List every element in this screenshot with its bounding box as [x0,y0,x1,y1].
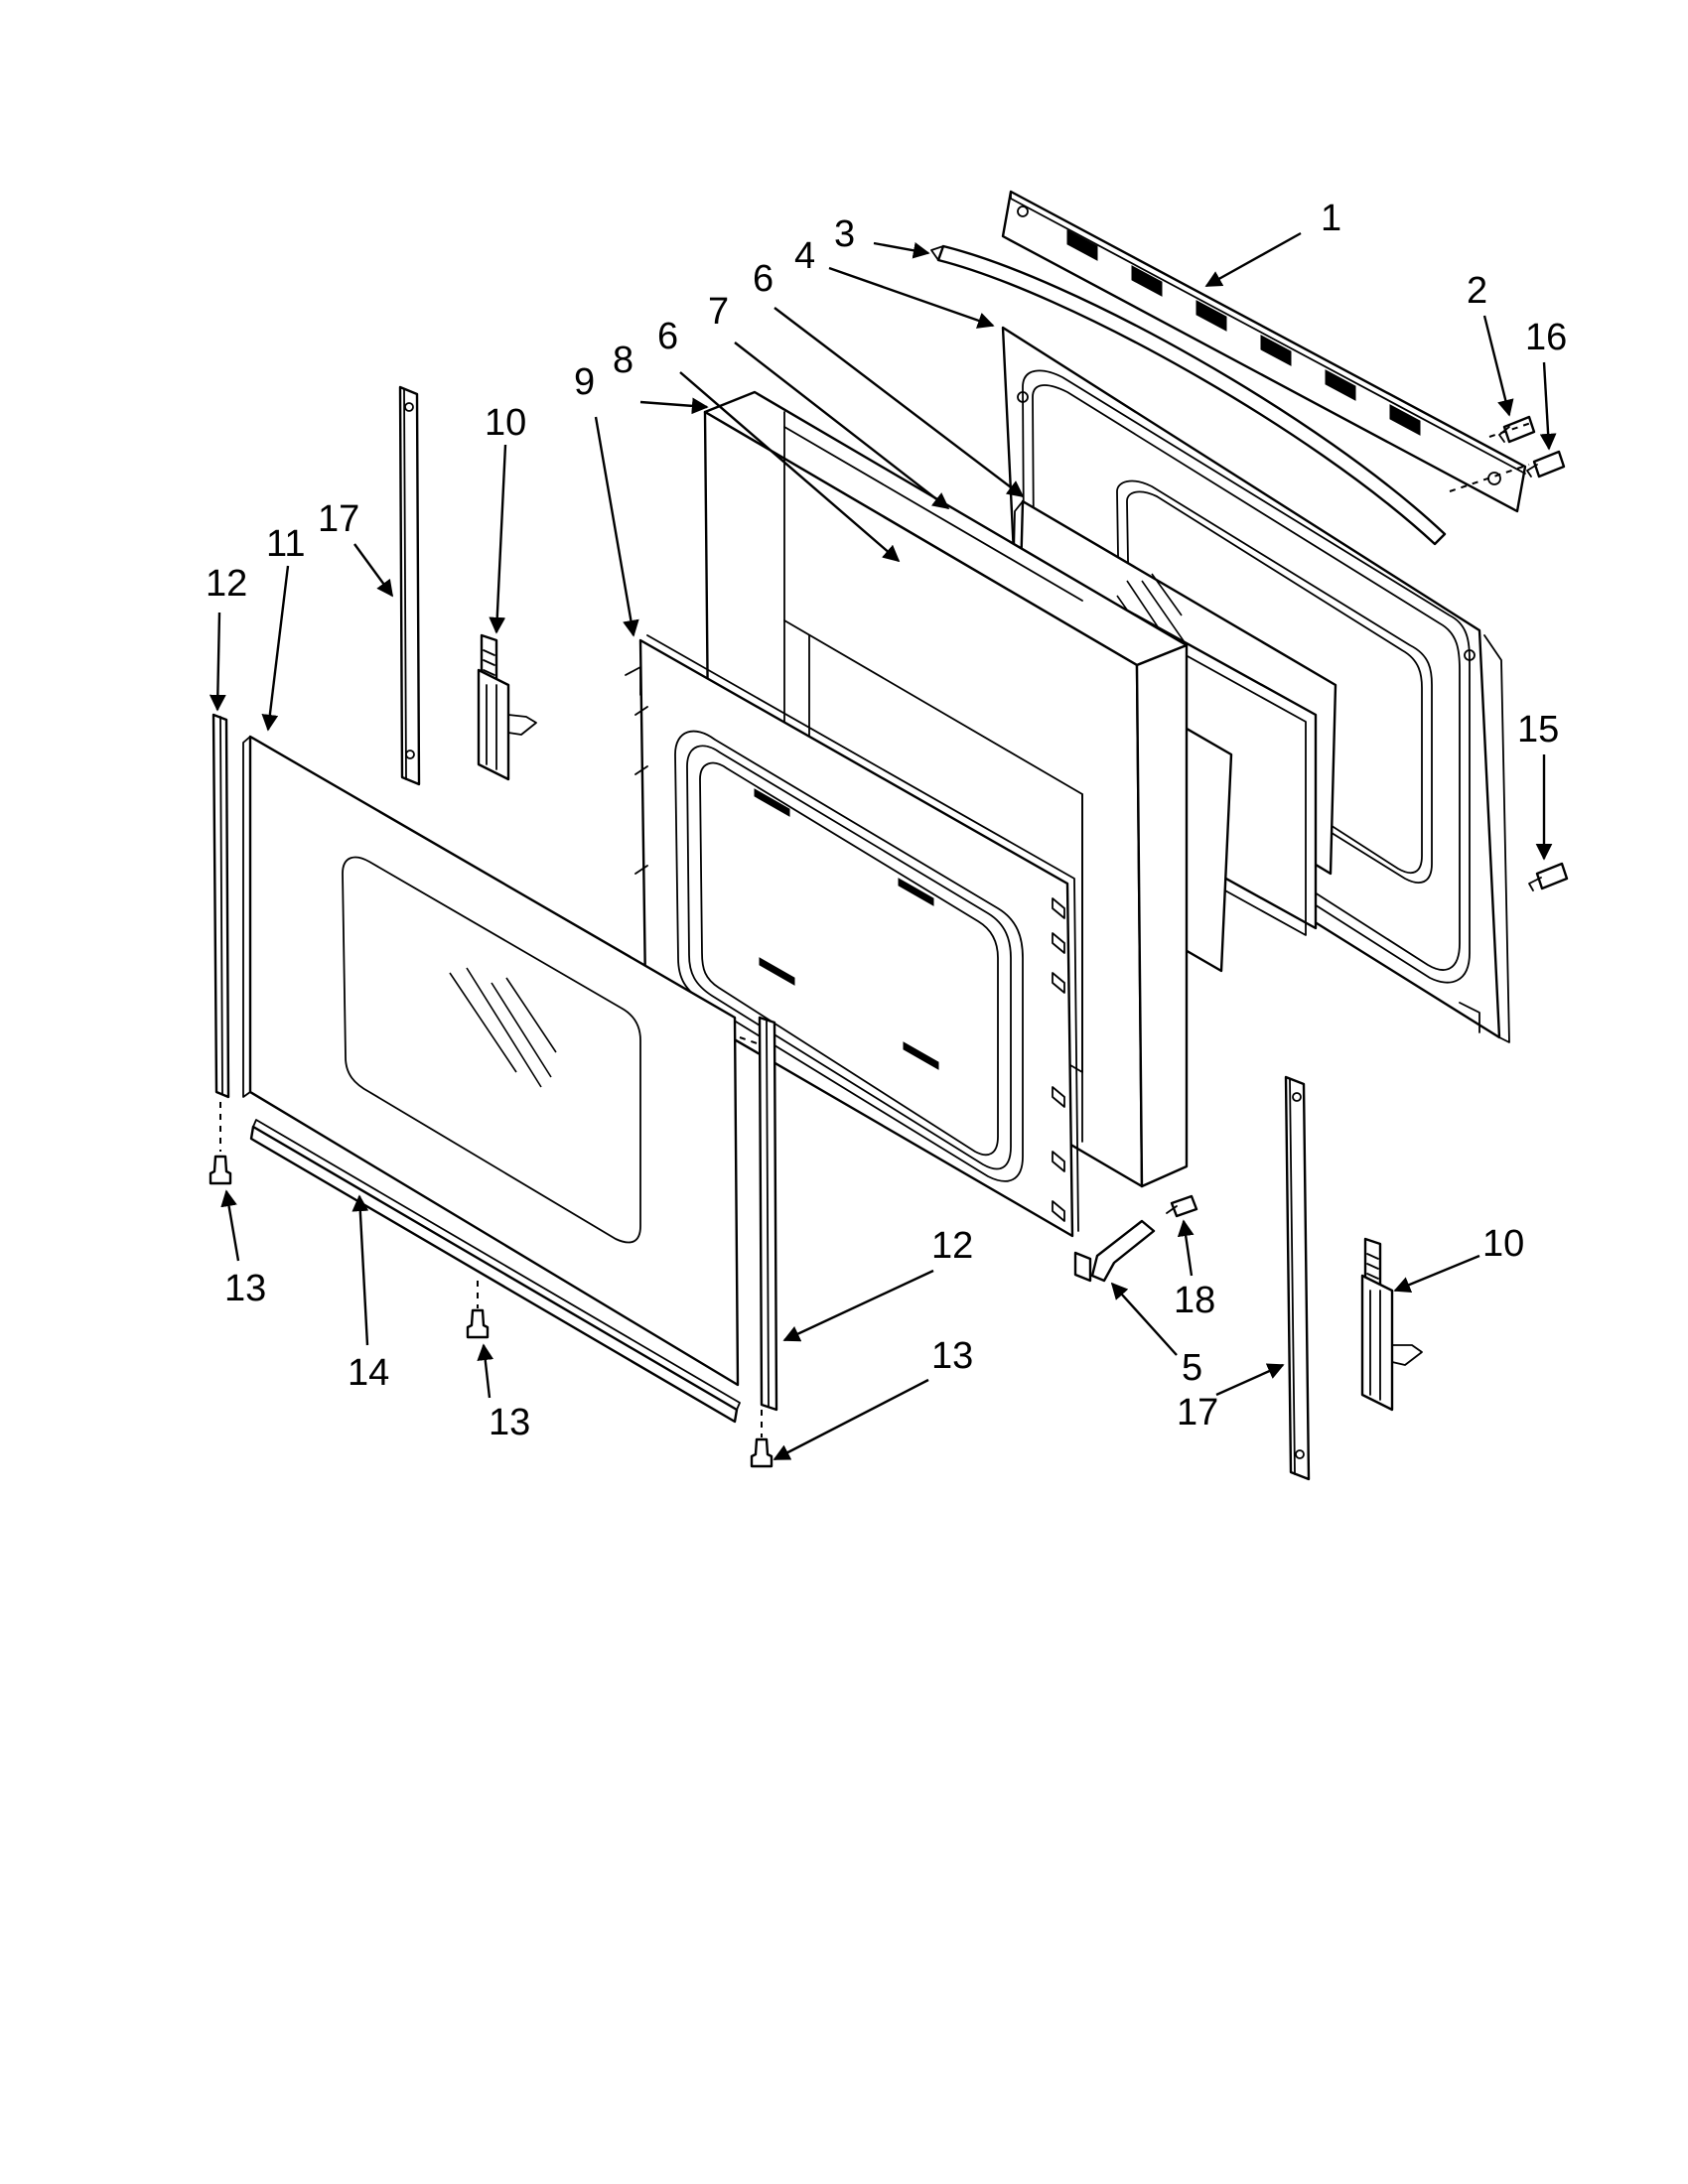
callout-15: 15 [1517,709,1559,751]
screw-part-18 [1166,1194,1198,1218]
part-3-door-handle [930,244,1447,546]
leader-11 [261,565,290,732]
part-17-right-hinge-receiver [1284,1075,1311,1481]
callout-16: 16 [1525,317,1567,358]
callout-17a: 17 [318,498,359,540]
callout-1: 1 [1321,198,1341,239]
leader-3 [873,241,930,259]
leader-9 [594,416,639,637]
callout-10a: 10 [485,402,526,444]
leader-6a [774,307,1025,498]
part-10-left-hinge [477,633,537,781]
leader-10b [1393,1254,1480,1294]
leader-4 [828,266,995,329]
alignment-line [739,1036,761,1045]
callout-17b: 17 [1177,1392,1218,1433]
leader-18 [1177,1219,1195,1277]
callout-14: 14 [348,1352,389,1394]
callout-6a: 6 [753,258,774,300]
part-10-right-hinge [1360,1237,1423,1412]
leader-lines [209,231,1557,1461]
callout-13a: 13 [224,1268,266,1309]
part-12-right-side-trim [758,1016,778,1412]
part-12-left-side-trim [211,713,230,1099]
leader-8 [639,397,709,415]
callout-3: 3 [834,213,855,255]
part-14-bottom-trim [249,1119,741,1424]
leader-10a [489,444,507,634]
leader-7 [734,341,950,510]
alignment-line [1449,464,1530,492]
screw-part-2 [1498,415,1536,444]
leader-12a [209,612,226,712]
callout-9: 9 [574,361,595,403]
screw-part-13-right [750,1437,774,1468]
callout-11: 11 [266,523,305,565]
screw-part-15 [1528,862,1569,891]
leader-17a [353,543,393,598]
leader-14 [352,1194,369,1346]
callout-7: 7 [708,291,729,333]
part-17-left-hinge-receiver [398,385,421,786]
callout-12b: 12 [931,1225,973,1267]
leader-13c [773,1378,929,1461]
callout-5: 5 [1182,1347,1202,1389]
callout-12a: 12 [206,563,247,605]
callout-2: 2 [1467,270,1487,312]
leader-2 [1482,315,1514,417]
screw-part-16 [1526,450,1566,478]
part-1-vent-trim [1001,190,1527,513]
callout-labels: 1 2 16 3 4 6 7 6 8 9 10 17 11 12 15 13 1… [206,198,1567,1443]
leader-12b [782,1269,934,1342]
part-11-outer-door-glass [242,735,740,1387]
leader-6b [679,371,901,563]
part-5-bracket [1073,1219,1156,1283]
callout-18: 18 [1174,1280,1215,1321]
leader-16 [1539,361,1557,451]
leader-17b [1215,1363,1285,1397]
callout-13b: 13 [489,1402,530,1443]
callout-4: 4 [794,235,815,277]
leader-1 [1204,231,1302,288]
leader-13a [220,1189,240,1262]
callout-6b: 6 [657,316,678,357]
callout-10b: 10 [1482,1223,1524,1265]
callout-13c: 13 [931,1335,973,1377]
leader-13b [477,1343,494,1399]
callout-8: 8 [613,340,633,381]
alignment-line [1488,421,1535,438]
screw-part-13-left [209,1155,232,1185]
screw-part-13-center [466,1308,490,1339]
leader-5 [1110,1282,1178,1356]
part-9-door-frame [625,634,1079,1238]
